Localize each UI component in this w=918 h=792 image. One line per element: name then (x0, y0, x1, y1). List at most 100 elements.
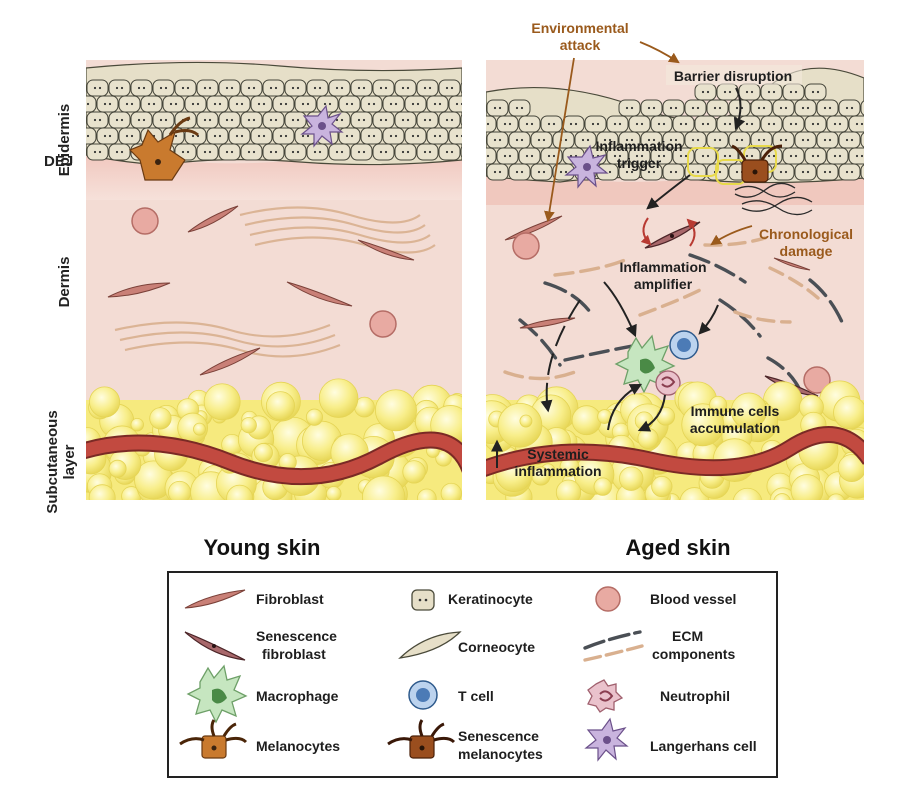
keratinocyte (804, 115, 827, 133)
legend-corneocyte-label: Corneocyte (458, 639, 535, 655)
keratinocyte (782, 115, 805, 133)
fat-cell (108, 459, 127, 478)
inflammation-amplifier-label-1: Inflammation (619, 259, 706, 275)
young-skin-title: Young skin (204, 535, 321, 560)
fat-cell (416, 488, 437, 500)
keratinocyte (338, 95, 361, 113)
keratinocyte (562, 115, 585, 133)
layer-label: layer (61, 444, 78, 479)
aged-blood-vessel (512, 232, 540, 260)
fat-cell (88, 484, 116, 500)
immune-cells-label-2: accumulation (690, 420, 780, 436)
fat-cell (571, 405, 602, 436)
fat-cell (833, 395, 864, 430)
legend-blood-vessel-icon (595, 586, 621, 612)
aged-annotations: Environmental attack Barrier disruption … (514, 20, 853, 479)
young-vessel (86, 433, 462, 484)
keratinocyte (284, 143, 307, 161)
keratinocyte (750, 99, 773, 117)
keratinocyte (152, 111, 175, 129)
keratinocyte (86, 79, 109, 97)
keratinocyte (262, 111, 285, 129)
keratinocyte (694, 83, 717, 101)
keratinocyte (372, 79, 395, 97)
aged-skin-panel (486, 60, 864, 500)
keratinocyte (826, 115, 849, 133)
keratinocyte (860, 164, 864, 180)
legend-ecm-icon (583, 630, 644, 662)
keratinocyte (448, 95, 462, 113)
aged-blood-vessel (803, 366, 831, 394)
fat-cell (374, 389, 417, 432)
keratinocyte (772, 131, 795, 149)
fat-cell (681, 403, 725, 447)
keratinocyte (438, 111, 461, 129)
keratinocyte (460, 145, 462, 159)
keratinocyte (460, 81, 462, 95)
fat-cell (130, 417, 144, 432)
keratinocyte (350, 111, 373, 129)
keratinocyte (530, 131, 553, 149)
keratinocyte (486, 99, 509, 117)
fat-cell (226, 484, 253, 500)
keratinocyte (606, 147, 629, 165)
keratinocyte (240, 111, 263, 129)
keratinocyte (196, 79, 219, 97)
legend-box (167, 571, 778, 778)
fat-cell (305, 408, 323, 426)
keratinocyte (196, 111, 219, 129)
fat-cell (827, 493, 845, 500)
legend-senescence-fibroblast-label-1: Senescence (256, 628, 337, 644)
keratinocyte (240, 79, 263, 97)
legend-langerhans-label: Langerhans cell (650, 738, 757, 754)
amplifier-cycle-2 (686, 218, 698, 247)
young-blood-vessel (131, 207, 159, 235)
young-melanocyte (128, 116, 199, 181)
keratinocyte (118, 95, 141, 113)
keratinocyte (486, 147, 497, 165)
legend-t-cell-label: T cell (458, 688, 494, 704)
keratinocyte (716, 115, 739, 133)
fat-cell (773, 493, 791, 500)
keratinocyte (804, 83, 827, 101)
keratinocyte (372, 143, 395, 161)
fat-cell (89, 386, 121, 418)
fat-cell (637, 427, 659, 449)
legend-melanocytes-label: Melanocytes (256, 738, 340, 754)
amplifier-cycle-1 (640, 217, 652, 246)
legend-ecm-label-2: components (652, 646, 735, 662)
amplifier-to-macrophage-arrow (603, 281, 637, 338)
keratinocyte (416, 111, 439, 129)
fat-cell (402, 460, 426, 484)
keratinocyte (86, 143, 109, 161)
keratinocyte (618, 99, 641, 117)
keratinocyte (750, 131, 773, 149)
keratinocyte (250, 95, 273, 113)
aged-keratinocyte-grid (486, 83, 864, 181)
keratinocyte (360, 95, 383, 113)
keratinocyte (684, 99, 707, 117)
epidermis-label: Epidermis (56, 104, 73, 177)
keratinocyte (606, 115, 629, 133)
keratinocyte (86, 95, 97, 113)
keratinocyte (306, 79, 329, 97)
aged-langerhans-cell (564, 144, 609, 189)
keratinocyte (662, 163, 685, 181)
keratinocyte (826, 147, 849, 165)
amplifier-to-systemic-arrow (540, 299, 581, 413)
fat-cell (555, 479, 582, 500)
keratinocyte (460, 113, 462, 127)
keratinocyte (540, 115, 563, 133)
dej-label: DEJ (44, 153, 73, 170)
legend-macrophage-icon (186, 664, 248, 724)
aged-ecm-fibers (503, 236, 844, 392)
keratinocyte (518, 115, 541, 133)
keratinocyte (426, 127, 449, 145)
keratinocyte (438, 143, 461, 161)
keratinocyte (530, 163, 553, 181)
environmental-arrow-right (639, 41, 680, 64)
fat-cell (519, 414, 533, 428)
keratinocyte (130, 79, 153, 97)
keratinocyte (404, 127, 427, 145)
young-langerhans-cell (300, 104, 344, 148)
